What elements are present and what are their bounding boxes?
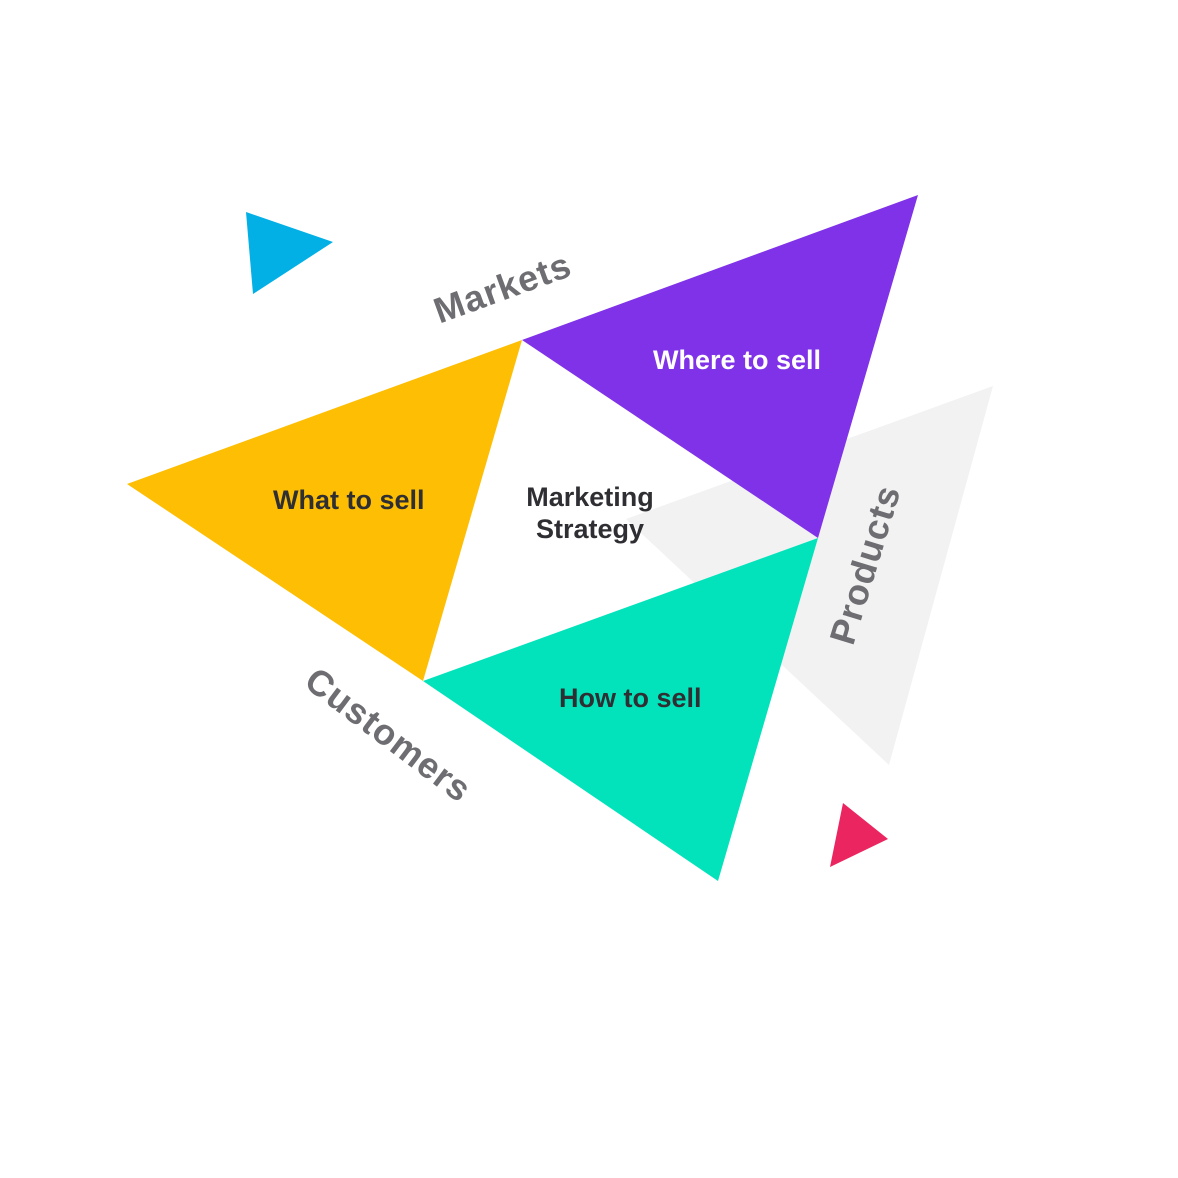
- center-label-line-2: Strategy: [535, 514, 645, 545]
- center-label: Marketing Strategy: [500, 481, 680, 546]
- accent-blue-triangle: [246, 212, 333, 294]
- accent-pink-triangle: [830, 803, 888, 867]
- segment-what-label: What to sell: [273, 485, 425, 515]
- segment-what-triangle: [127, 340, 522, 681]
- background-gray-triangle: [626, 386, 993, 765]
- segment-how-triangle: [423, 538, 818, 881]
- segment-how-label: How to sell: [559, 683, 702, 713]
- segment-where-label: Where to sell: [653, 345, 822, 375]
- segment-where-triangle: [522, 195, 918, 538]
- center-label-line-1: Marketing: [526, 482, 654, 512]
